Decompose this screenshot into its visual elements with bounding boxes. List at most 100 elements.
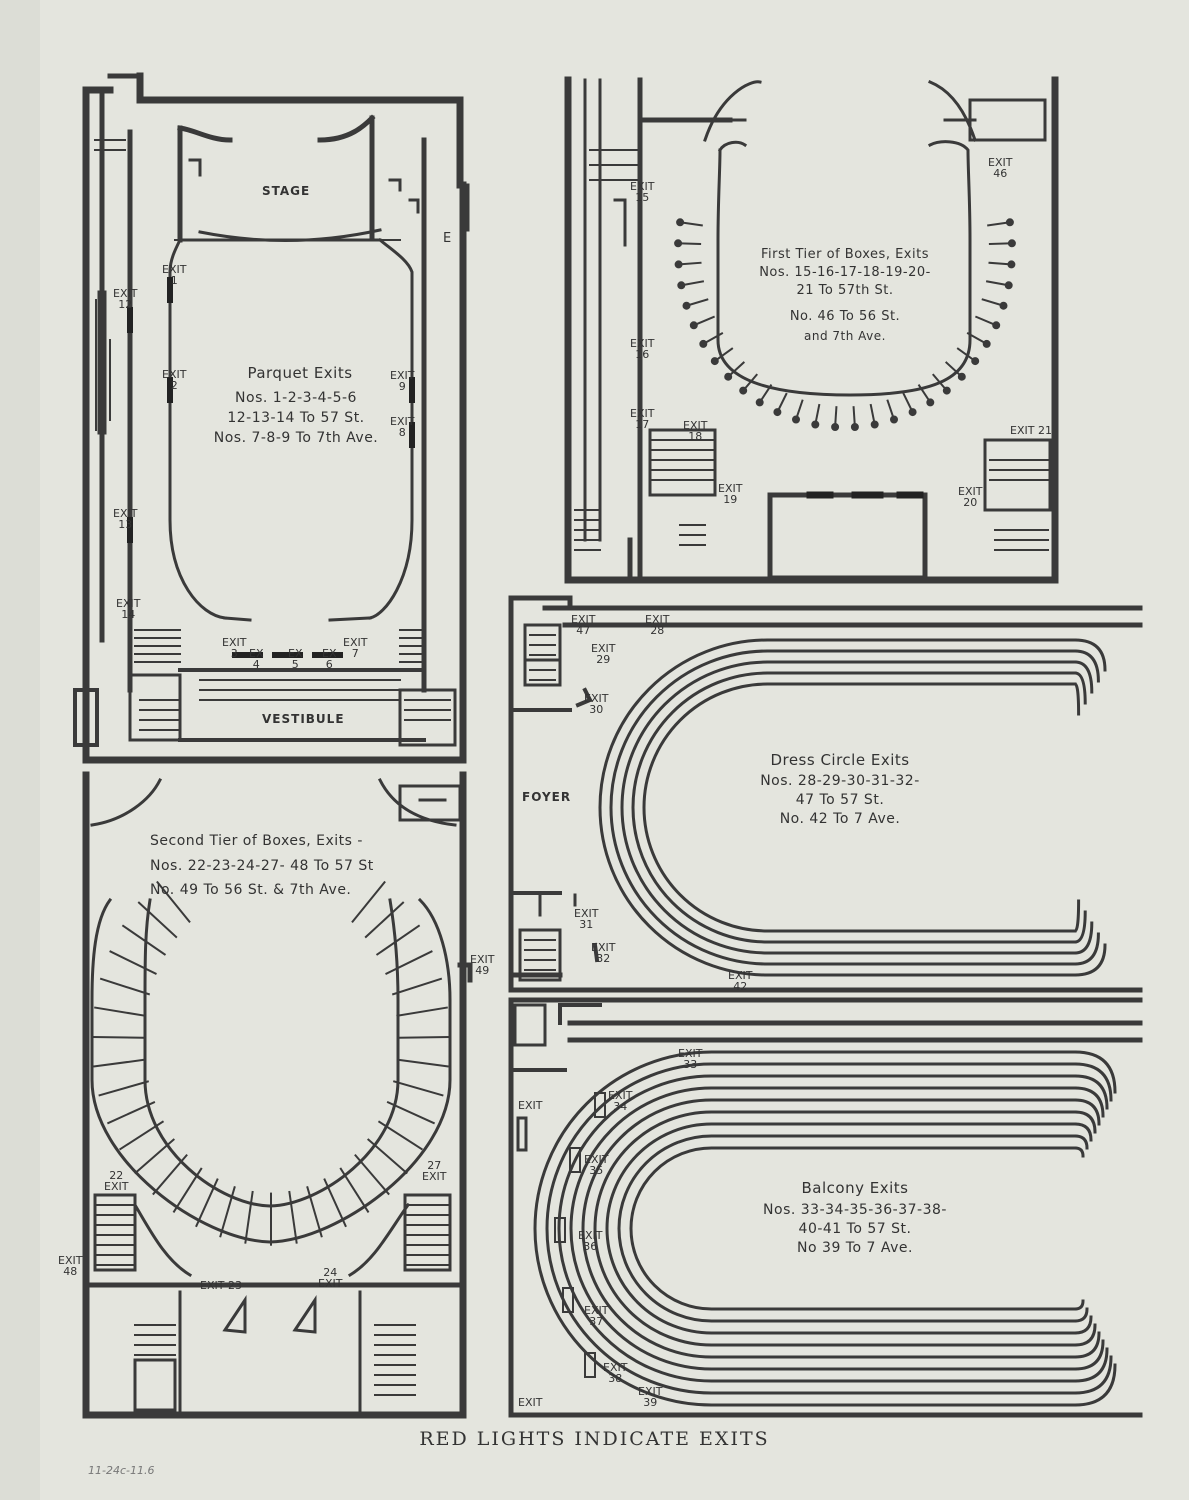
seat-row-curl xyxy=(1073,1134,1089,1150)
foyer-label: FOYER xyxy=(522,790,572,804)
seat-row xyxy=(609,649,1077,966)
seat-row-curl xyxy=(1073,932,1100,966)
box-door xyxy=(1005,218,1014,227)
seat-row-curl xyxy=(1073,1074,1109,1110)
seat-row xyxy=(629,1146,1077,1311)
box-door xyxy=(677,281,686,290)
box-partition xyxy=(93,1058,146,1068)
box-door xyxy=(1007,239,1016,248)
seat-row xyxy=(545,1062,1077,1395)
box-door xyxy=(674,260,683,269)
box-partition xyxy=(364,901,405,939)
first-tier-line3: No. 46 To 56 St. xyxy=(789,309,901,324)
box-door xyxy=(999,301,1008,310)
seat-row-curl xyxy=(1073,899,1081,933)
seat-row-curl xyxy=(1073,1355,1113,1395)
stage-label: STAGE xyxy=(262,184,311,198)
box-door xyxy=(699,339,708,348)
box-partition xyxy=(377,1120,423,1151)
exit-marker: EXIT xyxy=(518,1099,543,1112)
seat-row-curl xyxy=(1073,1339,1105,1371)
exit-bay xyxy=(554,1217,566,1243)
box-door xyxy=(676,218,685,227)
box-door xyxy=(890,415,898,424)
seat-row xyxy=(593,1110,1077,1347)
box-partition xyxy=(351,880,386,924)
seat-row-curl xyxy=(1073,1146,1085,1158)
box-partition xyxy=(396,1006,448,1017)
seat-row-curl xyxy=(1073,682,1081,716)
box-door xyxy=(908,408,917,417)
box-door xyxy=(710,357,719,366)
seat-row-curl xyxy=(1073,1331,1101,1359)
box-partition xyxy=(366,1138,408,1175)
box-door xyxy=(850,423,859,431)
vestibule-label: VESTIBULE xyxy=(262,712,345,726)
seat-row-curl xyxy=(1073,1323,1097,1347)
seat-row-curl xyxy=(1073,1122,1093,1142)
seat-row-curl xyxy=(1073,1062,1113,1102)
second-tier-title: Second Tier of Boxes, Exits - xyxy=(150,833,363,849)
parquet-line2: 12-13-14 To 57 St. xyxy=(227,410,365,426)
box-door xyxy=(674,239,683,248)
seat-row-curl xyxy=(1073,1086,1105,1118)
seat-row xyxy=(617,1134,1077,1323)
seat-row-curl xyxy=(1073,1098,1101,1126)
box-door xyxy=(1007,260,1016,269)
seat-row-curl xyxy=(1073,1307,1089,1323)
dress-circle-plan xyxy=(508,595,1143,993)
seat-row xyxy=(533,1050,1077,1407)
balcony-plan xyxy=(508,997,1143,1418)
parquet-line1: Nos. 1-2-3-4-5-6 xyxy=(235,390,357,406)
second-tier-plan xyxy=(82,771,473,1419)
box-partition xyxy=(392,1080,444,1097)
seat-row-curl xyxy=(1073,1363,1117,1407)
seat-row-curl xyxy=(1073,1299,1085,1311)
first-tier-line4: and 7th Ave. xyxy=(804,329,886,343)
box-door xyxy=(942,386,951,395)
box-partition xyxy=(306,1186,323,1238)
balcony-line3: No 39 To 7 Ave. xyxy=(797,1240,913,1256)
box-partition xyxy=(134,1138,176,1175)
box-door xyxy=(982,339,991,348)
box-door xyxy=(773,408,782,417)
box-door xyxy=(992,321,1001,330)
box-door xyxy=(870,420,879,429)
box-partition xyxy=(137,901,178,939)
dress-circle-line3: No. 42 To 7 Ave. xyxy=(779,811,901,827)
dress-circle-line1: Nos. 28-29-30-31-32- xyxy=(760,773,920,789)
footer-caption: RED LIGHTS INDICATE EXITS xyxy=(419,1428,770,1450)
exit-marker: EXIT 21 xyxy=(1010,424,1052,437)
balcony-rows xyxy=(533,1050,1117,1407)
second-tier-box-partitions xyxy=(91,880,451,1246)
second-tier-line2: No. 49 To 56 St. & 7th Ave. xyxy=(150,882,352,898)
box-partition xyxy=(397,1035,451,1039)
exit-bay xyxy=(562,1287,574,1313)
box-partition xyxy=(391,977,443,996)
parquet-mark-e: E xyxy=(443,231,452,246)
seat-row xyxy=(557,1074,1077,1383)
pencil-annotation: 11-24c-11.6 xyxy=(88,1464,155,1477)
